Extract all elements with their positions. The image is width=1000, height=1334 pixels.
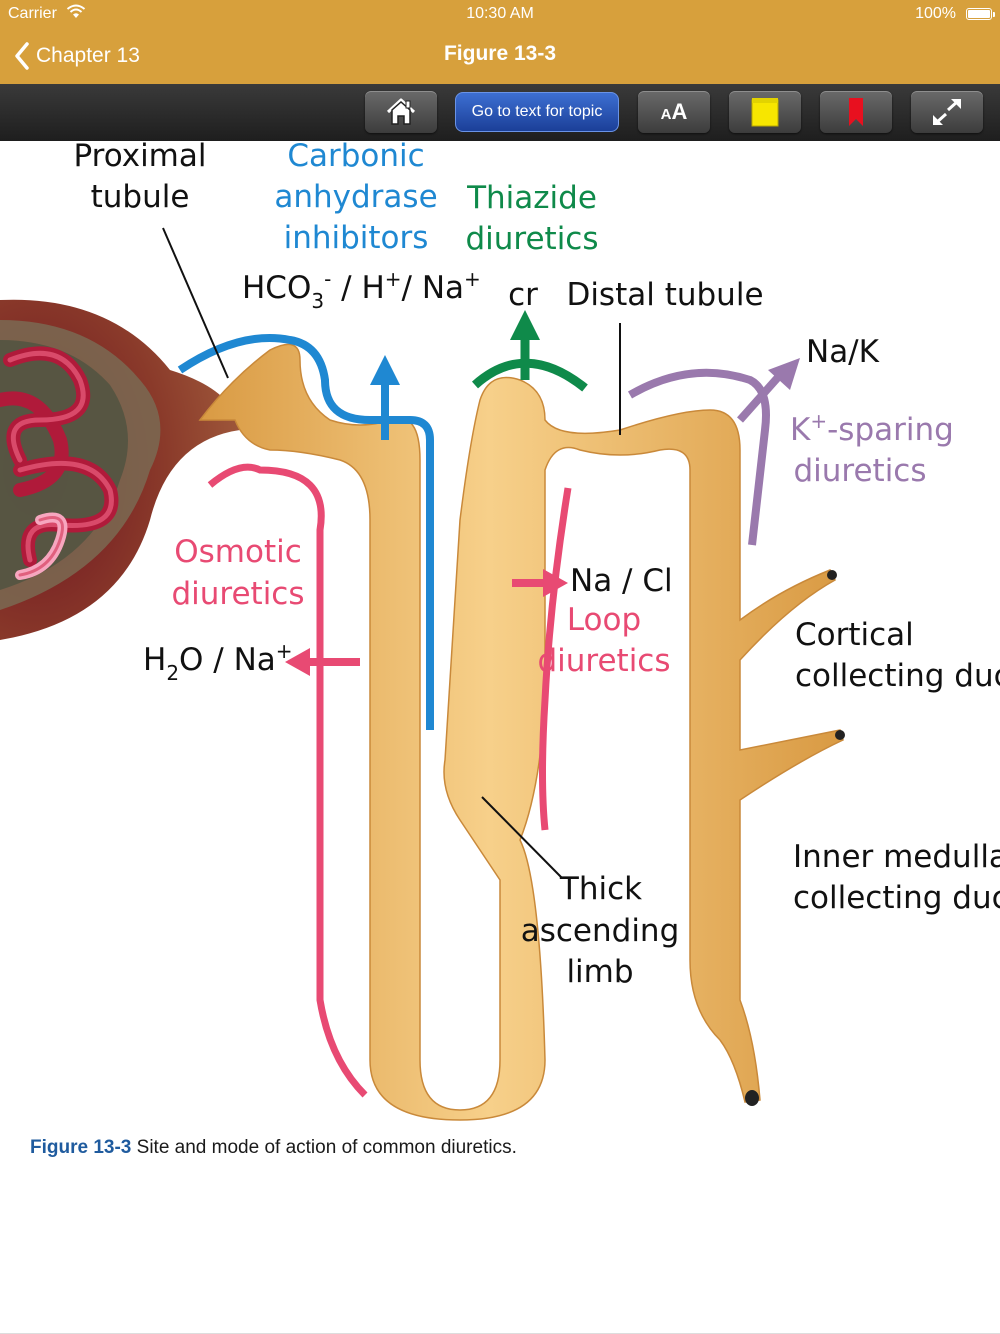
battery-icon: [966, 8, 992, 20]
expand-button[interactable]: [911, 91, 983, 133]
note-button[interactable]: [729, 91, 801, 133]
loop-arrow: [512, 487, 572, 831]
wifi-icon: [66, 4, 86, 25]
nephron-diagram: Proximal tubule Carbonic anhydrase inhib…: [0, 138, 1000, 1121]
cr-label: cr: [508, 277, 538, 313]
loop-label-1: Loop: [567, 602, 641, 638]
distal-tubule-label: Distal tubule: [566, 277, 763, 313]
osmotic-label-1: Osmotic: [174, 534, 302, 570]
inner-medullary-label-2: collecting duct: [793, 880, 1000, 916]
status-bar: Carrier 10:30 AM 100%: [0, 0, 1000, 28]
thick-limb-label-3: limb: [566, 954, 633, 990]
figure-labels: Proximal tubule Carbonic anhydrase inhib…: [74, 138, 927, 990]
sticky-note-icon: [751, 98, 779, 127]
thiazide-label-1: Thiazide: [466, 180, 597, 216]
status-time: 10:30 AM: [466, 5, 534, 22]
battery-tip: [993, 12, 995, 17]
toolbar: Go to text for topic AA: [0, 84, 1000, 141]
battery-percent: 100%: [915, 5, 956, 22]
carrier-label: Carrier: [8, 5, 57, 22]
k-sparing-label-2: diuretics: [793, 453, 926, 489]
osmotic-label-2: diuretics: [171, 576, 304, 612]
hco3-label: HCO3- / H+/ Na+: [242, 267, 481, 313]
go-to-text-button[interactable]: Go to text for topic: [455, 92, 619, 132]
h2o-na-label: H2O / Na+: [143, 639, 293, 685]
figure-image: Proximal tubule Carbonic anhydrase inhib…: [0, 138, 1000, 1126]
cortical-label-1: Cortical: [795, 617, 914, 653]
thick-limb-leader-line: [481, 796, 563, 879]
cortical-label-2: collecting duct: [795, 658, 1000, 694]
proximal-leader-line: [162, 227, 229, 379]
k-sparing-label-1: K+-sparing: [790, 409, 954, 448]
font-size-button[interactable]: AA: [638, 91, 710, 133]
back-button-label: Chapter 13: [36, 44, 140, 67]
proximal-label-1: Proximal: [74, 141, 207, 174]
home-button[interactable]: [365, 91, 437, 133]
chevron-left-icon: [15, 42, 29, 70]
proximal-label-2: tubule: [91, 179, 190, 215]
thick-limb-label-2: ascending: [521, 913, 680, 949]
figure-caption-text: Site and mode of action of common diuret…: [131, 1137, 517, 1158]
na-cl-label: Na / Cl: [570, 563, 673, 599]
carbonic-label-3: inhibitors: [284, 220, 429, 256]
home-icon: [386, 98, 416, 125]
navigation-bar: Chapter 13 Figure 13-3: [0, 28, 1000, 84]
nephron-tubule: [198, 343, 845, 1121]
figure-caption-label: Figure 13-3: [30, 1137, 132, 1158]
thiazide-label-2: diuretics: [465, 221, 598, 257]
bookmark-icon: [849, 98, 863, 126]
font-size-icon: AA: [660, 99, 688, 124]
thick-limb-label-1: Thick: [559, 871, 642, 907]
glomerulus: [0, 299, 240, 640]
carbonic-label-2: anhydrase: [274, 179, 437, 215]
carbonic-label-1: Carbonic: [287, 141, 424, 174]
expand-icon: [933, 99, 961, 125]
figure-labels-left: HCO3- / H+/ Na+ Na/K K+-sparing H2O / Na…: [143, 267, 1000, 916]
loop-label-2: diuretics: [537, 643, 670, 679]
carbonic-anhydrase-arrow: [177, 334, 434, 730]
thiazide-arrow: [471, 310, 588, 392]
k-sparing-arrow: [627, 358, 800, 546]
osmotic-arrow: [207, 463, 368, 1098]
inner-medullary-label-1: Inner medullary: [793, 839, 1000, 875]
na-k-label: Na/K: [806, 334, 880, 370]
bookmark-button[interactable]: [820, 91, 892, 133]
figure-caption: Figure 13-3 Site and mode of action of c…: [30, 1137, 970, 1159]
back-button[interactable]: Chapter 13: [14, 40, 140, 72]
page-title: Figure 13-3: [443, 42, 557, 65]
